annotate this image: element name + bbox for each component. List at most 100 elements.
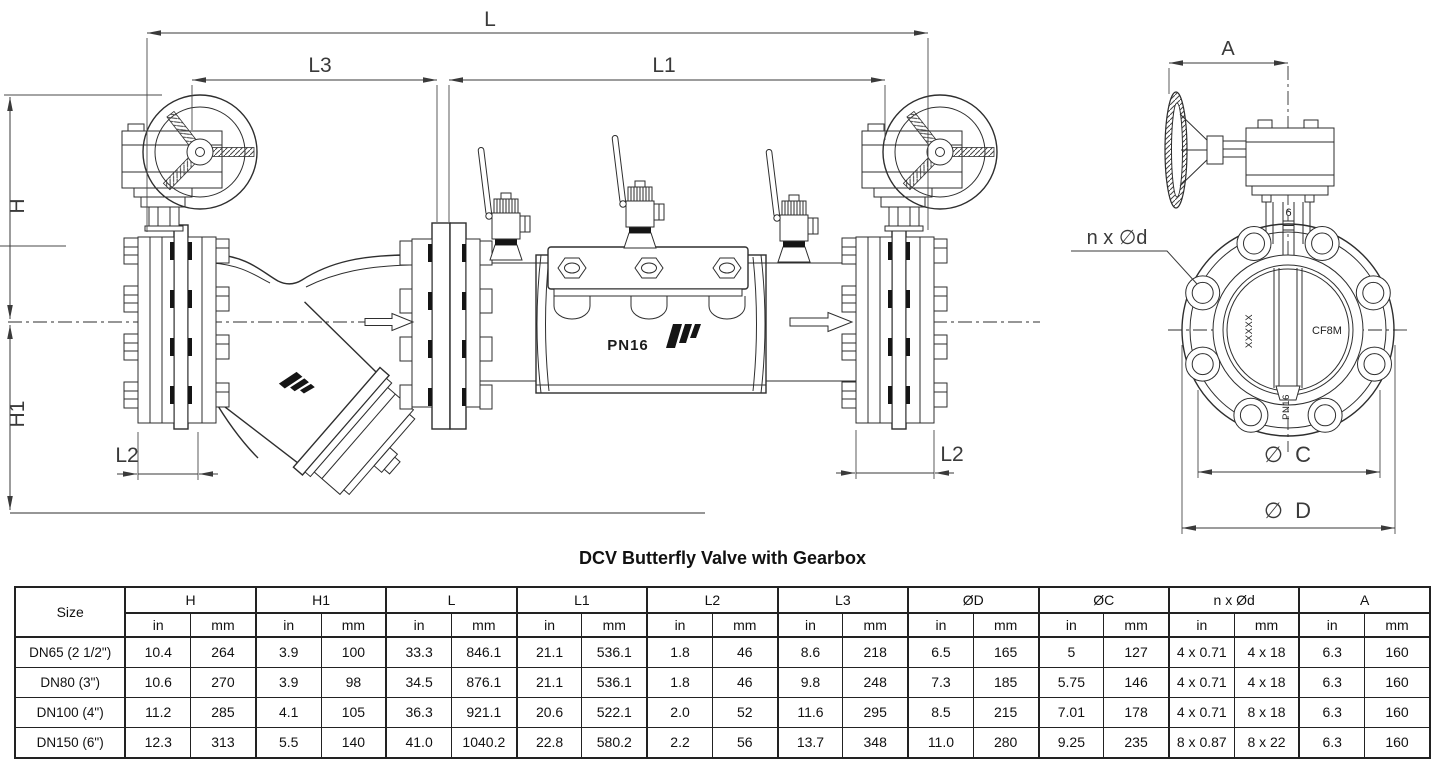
value-cell: 536.1 — [581, 636, 648, 668]
front-view: 6 XXXXX CF8M PN16 — [1071, 38, 1408, 534]
value-cell: 165 — [972, 636, 1040, 668]
middle-flange-joint — [399, 222, 493, 430]
unit-header: mm — [190, 612, 257, 638]
value-cell: 8 x 0.87 — [1167, 727, 1235, 759]
value-cell: 52 — [711, 697, 779, 728]
value-cell: 348 — [842, 727, 909, 759]
value-cell: 2.2 — [646, 727, 713, 759]
value-cell: 160 — [1364, 727, 1431, 759]
unit-header: mm — [581, 612, 648, 638]
dimensions-front-view: A n x ∅d ∅ C ∅ D — [1071, 38, 1396, 534]
casting-mark: XXXXX — [1244, 314, 1255, 348]
value-cell: 6.3 — [1298, 636, 1366, 668]
unit-header: mm — [711, 612, 779, 638]
value-cell: 5 — [1037, 636, 1105, 668]
value-cell: 127 — [1103, 636, 1170, 668]
value-cell: 7.3 — [907, 667, 974, 698]
col-group-L: L — [385, 586, 518, 614]
bolt-hole — [1191, 232, 1386, 427]
flow-arrow-icon — [364, 312, 415, 332]
col-group-OC: ØC — [1037, 586, 1170, 614]
value-cell: 21.1 — [515, 636, 583, 668]
value-cell: 4.1 — [254, 697, 322, 728]
dim-label-L1: L1 — [652, 54, 675, 77]
dim-label-dia-D: ∅ D — [1264, 498, 1314, 523]
value-cell: 921.1 — [450, 697, 518, 728]
value-cell: 264 — [190, 636, 257, 668]
value-cell: 21.1 — [515, 667, 583, 698]
value-cell: 8.6 — [776, 636, 844, 668]
unit-header: in — [254, 612, 322, 638]
value-cell: 56 — [711, 727, 779, 759]
dim-label-L: L — [484, 8, 496, 31]
value-cell: 160 — [1364, 667, 1431, 698]
size-cell: DN150 (6") — [14, 727, 126, 759]
test-cock-2 — [611, 134, 665, 249]
unit-header: mm — [1103, 612, 1170, 638]
size-cell: DN100 (4") — [14, 697, 126, 728]
value-cell: 13.7 — [776, 727, 844, 759]
unit-header: in — [385, 612, 452, 638]
unit-header: mm — [972, 612, 1040, 638]
value-cell: 8 x 22 — [1233, 727, 1300, 759]
value-cell: 6.3 — [1298, 697, 1366, 728]
value-cell: 1040.2 — [450, 727, 518, 759]
dim-label-H: H — [6, 198, 29, 213]
dimensions-main-view: L L3 L1 H H1 L2 L2 — [0, 8, 964, 514]
group-header-row: Size H H1 L L1 L2 L3 ØD ØC n x Ød A — [14, 586, 1431, 638]
dim-label-L3: L3 — [308, 54, 331, 77]
value-cell: 248 — [842, 667, 909, 698]
dim-label-L2-right: L2 — [940, 443, 963, 466]
unit-header: mm — [450, 612, 518, 638]
col-group-L1: L1 — [515, 586, 648, 614]
value-cell: 5.5 — [254, 727, 322, 759]
value-cell: 46 — [711, 636, 779, 668]
dim-label-L2-left: L2 — [115, 444, 138, 467]
strainer-brand-logo-icon — [278, 368, 315, 403]
value-cell: 280 — [972, 727, 1040, 759]
value-cell: 105 — [320, 697, 387, 728]
value-cell: 140 — [320, 727, 387, 759]
drawing-caption: DCV Butterfly Valve with Gearbox — [578, 548, 867, 568]
value-cell: 6.3 — [1298, 727, 1366, 759]
col-group-A: A — [1298, 586, 1431, 614]
value-cell: 3.9 — [254, 667, 322, 698]
value-cell: 34.5 — [385, 667, 452, 698]
outlet-butterfly-valve — [842, 225, 947, 429]
value-cell: 270 — [190, 667, 257, 698]
value-cell: 100 — [320, 636, 387, 668]
value-cell: 313 — [190, 727, 257, 759]
value-cell: 4 x 0.71 — [1167, 636, 1235, 668]
col-group-OD: ØD — [907, 586, 1040, 614]
value-cell: 11.6 — [776, 697, 844, 728]
value-cell: 11.0 — [907, 727, 974, 759]
value-cell: 22.8 — [515, 727, 583, 759]
value-cell: 4 x 18 — [1233, 667, 1300, 698]
value-cell: 41.0 — [385, 727, 452, 759]
col-group-L3: L3 — [776, 586, 909, 614]
dim-label-A: A — [1221, 38, 1235, 60]
value-cell: 9.25 — [1037, 727, 1105, 759]
dim-label-n-x-d: n x ∅d — [1087, 227, 1148, 249]
value-cell: 295 — [842, 697, 909, 728]
test-cock-3 — [765, 148, 819, 263]
value-cell: 185 — [972, 667, 1040, 698]
value-cell: 6.5 — [907, 636, 974, 668]
unit-header: mm — [1233, 612, 1300, 638]
value-cell: 98 — [320, 667, 387, 698]
front-gear-operator: 6 — [1164, 91, 1335, 270]
value-cell: 876.1 — [450, 667, 518, 698]
value-cell: 4 x 0.71 — [1167, 667, 1235, 698]
value-cell: 12.3 — [124, 727, 192, 759]
unit-header: in — [646, 612, 713, 638]
value-cell: 846.1 — [450, 636, 518, 668]
value-cell: 5.75 — [1037, 667, 1105, 698]
value-cell: 3.9 — [254, 636, 322, 668]
unit-header: in — [1037, 612, 1105, 638]
col-group-L2: L2 — [646, 586, 779, 614]
dim-label-H1: H1 — [6, 401, 29, 428]
value-cell: 235 — [1103, 727, 1170, 759]
